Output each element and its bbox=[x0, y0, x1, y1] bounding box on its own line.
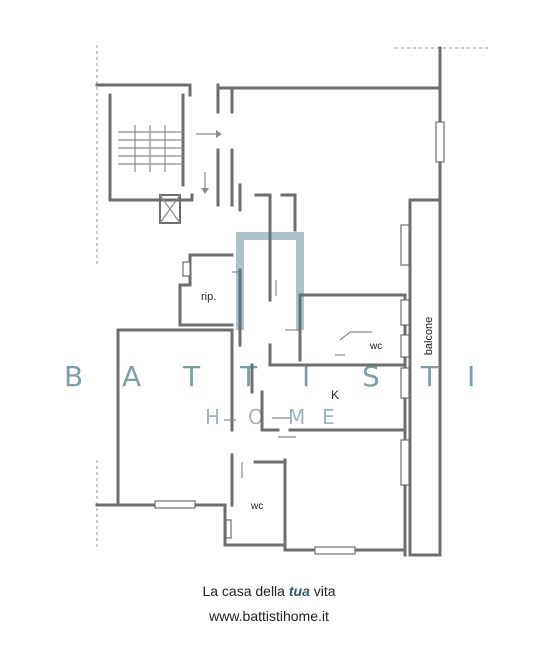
tagline-post: vita bbox=[309, 583, 336, 599]
logo-frame bbox=[236, 232, 304, 330]
website-link[interactable]: www.battistihome.it bbox=[209, 608, 329, 624]
label-bagno-1: wc bbox=[370, 341, 383, 352]
watermark-letter: I bbox=[467, 360, 476, 393]
stairwell bbox=[95, 83, 194, 202]
watermark-letter: M bbox=[288, 405, 306, 429]
label-ripostiglio: rip. bbox=[201, 291, 217, 303]
watermark-letter: O bbox=[248, 405, 264, 429]
windows bbox=[154, 121, 445, 555]
watermark-letter: A bbox=[122, 360, 142, 393]
tagline: La casa della tua vita bbox=[0, 583, 538, 599]
label-bagno-2: wc bbox=[251, 501, 264, 512]
door-marks bbox=[224, 271, 372, 478]
watermark-letter: E bbox=[322, 405, 335, 429]
label-balcone: balcone bbox=[423, 316, 435, 356]
tagline-emphasis: tua bbox=[288, 583, 310, 599]
entrance-arrows bbox=[196, 130, 222, 194]
tagline-pre: La casa della bbox=[202, 583, 289, 599]
watermark-letter: B bbox=[64, 360, 84, 393]
label-cucina: K bbox=[331, 388, 340, 402]
boundary-dashes bbox=[96, 45, 490, 550]
watermark-letter: T bbox=[240, 360, 258, 393]
watermark-letter: T bbox=[183, 360, 201, 393]
watermark-letter: S bbox=[362, 360, 380, 393]
watermark-letter: T bbox=[421, 360, 439, 393]
apartment-walls bbox=[95, 46, 442, 557]
elevator-shaft bbox=[159, 194, 181, 224]
watermark-letter: H bbox=[205, 405, 221, 429]
watermark-letter: I bbox=[302, 360, 311, 393]
